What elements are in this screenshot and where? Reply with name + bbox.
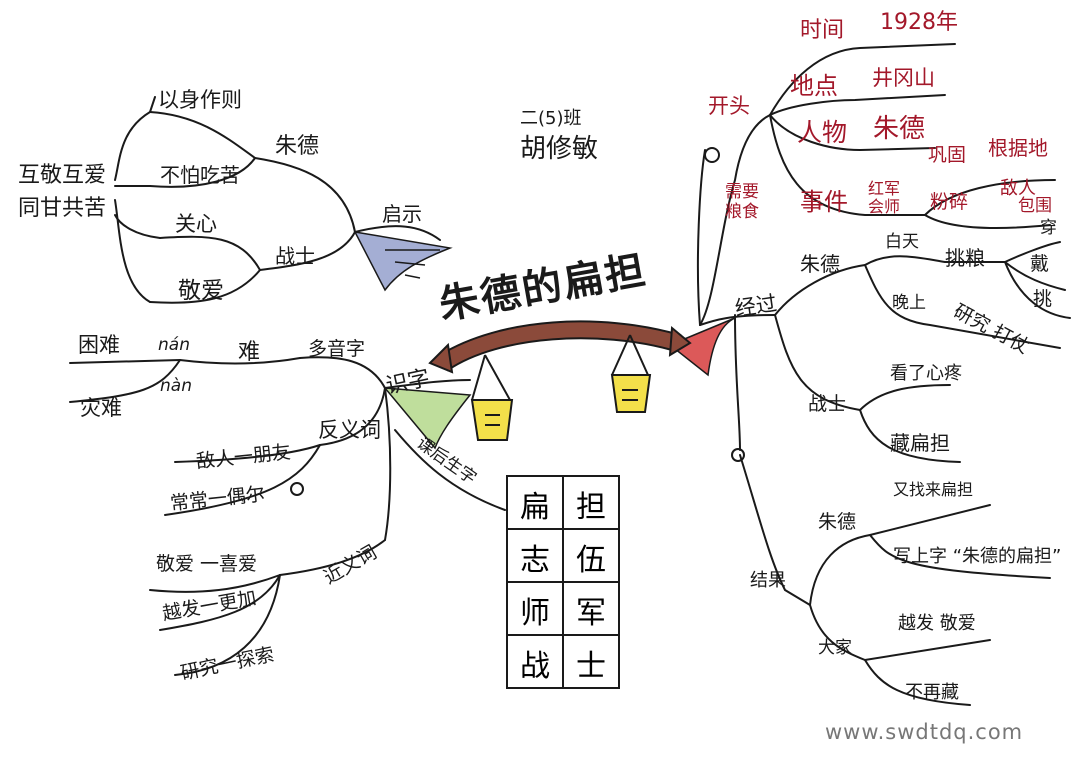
qishi-label: 启示 bbox=[382, 202, 422, 226]
kaitou-event-value: 红军会师 bbox=[867, 179, 900, 217]
bucket-right bbox=[610, 374, 652, 413]
duoyinzi-char: 难 bbox=[238, 340, 261, 365]
fanyici-label: 反义词 bbox=[318, 418, 381, 442]
duoyinzi-word-2: 灾难 bbox=[80, 396, 122, 420]
qishi-fan bbox=[353, 231, 453, 292]
jieguo-zhude-label: 朱德 bbox=[818, 511, 857, 533]
duoyinzi-pinyin-2: nàn bbox=[160, 376, 192, 396]
kaitou-result-3: 粉碎 bbox=[930, 191, 969, 213]
jingguo-day-action: 挑粮 bbox=[945, 246, 985, 270]
qishi-zhanshi-label: 战士 bbox=[275, 244, 315, 268]
qishi-summary-2: 同甘共苦 bbox=[18, 196, 107, 221]
jingguo-fan bbox=[668, 317, 736, 377]
jieguo-dajia-item-1: 越发 敬爱 bbox=[898, 613, 976, 634]
jieguo-zhude-item-2: 写上字 “朱德的扁担” bbox=[893, 546, 1062, 567]
watermark: www.swdtdq.com bbox=[825, 720, 1024, 744]
jingguo-night: 晚上 bbox=[892, 293, 926, 313]
grid-char: 志 bbox=[520, 543, 550, 578]
kaitou-label: 开头 bbox=[708, 94, 750, 118]
kaitou-result-5: 包围 bbox=[1018, 196, 1052, 216]
branch-jieguo bbox=[739, 454, 811, 606]
shoulder-pole bbox=[428, 320, 692, 441]
grid-char: 战 bbox=[520, 649, 550, 684]
jieguo-zhude-item-1: 又找来扁担 bbox=[893, 480, 974, 499]
grid-char: 军 bbox=[576, 596, 606, 631]
jieguo-label: 结果 bbox=[750, 570, 786, 591]
branch-shizi bbox=[384, 379, 471, 389]
grid-char: 师 bbox=[520, 596, 550, 631]
jingguo-label: 经过 bbox=[733, 291, 779, 321]
jieguo-dajia-item-2: 不再藏 bbox=[905, 682, 959, 703]
branch-kaitou bbox=[699, 114, 771, 326]
bucket-left bbox=[470, 399, 514, 441]
branch-jingguo bbox=[699, 314, 776, 326]
duoyinzi-label: 多音字 bbox=[308, 338, 366, 360]
jingguo-day-detail-1: 穿 bbox=[1040, 218, 1057, 238]
kaitou-person-value: 朱德 bbox=[873, 114, 926, 144]
jingguo-zhude-label: 朱德 bbox=[800, 252, 840, 276]
kaitou-time-label: 时间 bbox=[800, 18, 845, 43]
jingguo-zhanshi-item-2: 藏扁担 bbox=[890, 431, 950, 455]
kaitou-need: 需要粮食 bbox=[725, 182, 759, 223]
kaitou-result-4: 敌人 bbox=[1000, 178, 1036, 199]
author-name: 胡修敏 bbox=[520, 134, 599, 164]
grid-char: 担 bbox=[576, 490, 606, 525]
qishi-zhude-item-1: 以身作则 bbox=[158, 88, 242, 112]
qishi-zhanshi-item-1: 关心 bbox=[175, 212, 217, 236]
jingguo-day-detail-2: 戴 bbox=[1030, 253, 1050, 275]
kaitou-place-value: 井冈山 bbox=[872, 66, 935, 90]
kaitou-person-label: 人物 bbox=[797, 118, 848, 147]
jingguo-day: 白天 bbox=[885, 232, 919, 252]
jingguo-zhanshi-label: 战士 bbox=[808, 393, 847, 415]
grid-char: 扁 bbox=[520, 490, 550, 525]
jingguo-day-detail-3: 挑 bbox=[1033, 288, 1053, 310]
kaitou-event-label: 事件 bbox=[800, 188, 848, 216]
qishi-zhude-item-2: 不怕吃苦 bbox=[160, 163, 240, 187]
kaitou-time-value: 1928年 bbox=[880, 10, 958, 35]
kaitou-result-1: 巩固 bbox=[928, 144, 967, 166]
jieguo-dajia-label: 大家 bbox=[818, 638, 852, 658]
grid-char: 士 bbox=[576, 649, 606, 684]
qishi-zhude-label: 朱德 bbox=[275, 134, 320, 159]
shizi-fan bbox=[383, 387, 472, 450]
branch-qishi bbox=[354, 225, 441, 241]
qishi-zhanshi-item-2: 敬爱 bbox=[178, 278, 224, 304]
grid-char: 伍 bbox=[576, 543, 606, 578]
jingguo-zhanshi-item-1: 看了心疼 bbox=[890, 363, 962, 384]
qishi-summary-1: 互敬互爱 bbox=[18, 163, 107, 188]
kaitou-result-2: 根据地 bbox=[988, 136, 1048, 160]
duoyinzi-word-1: 困难 bbox=[78, 333, 120, 357]
kaitou-place-label: 地点 bbox=[790, 72, 838, 100]
jinyici-item-1: 敬爱 一喜爱 bbox=[156, 553, 258, 575]
author-class: 二(5)班 bbox=[520, 108, 582, 129]
duoyinzi-pinyin-1: nán bbox=[158, 335, 190, 355]
